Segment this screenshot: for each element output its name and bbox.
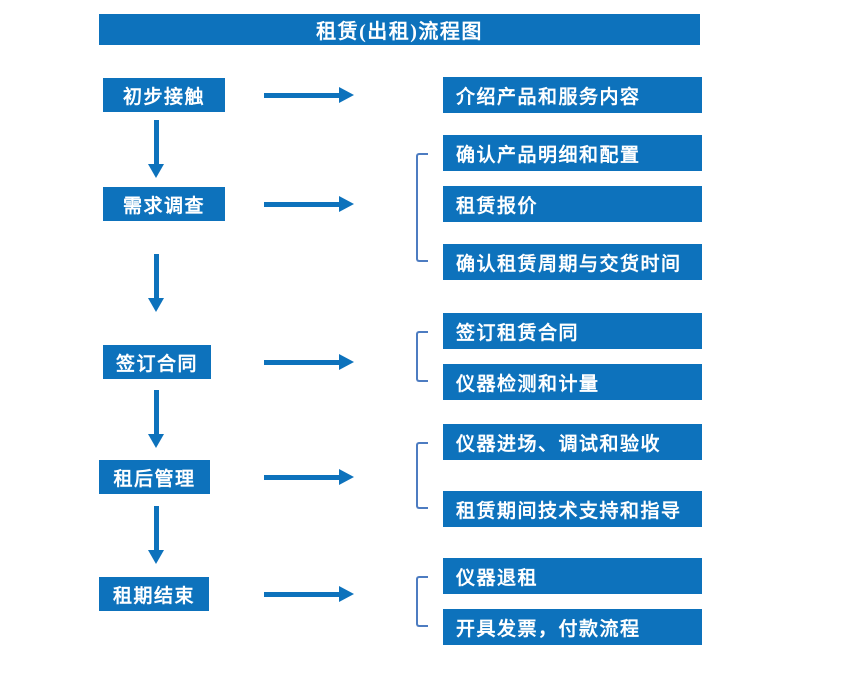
arrow-right-icon — [264, 354, 354, 370]
group-bracket-icon — [416, 576, 428, 627]
step-label: 租后管理 — [113, 468, 196, 490]
detail-label: 签订租赁合同 — [456, 322, 580, 344]
detail-label: 确认租赁周期与交货时间 — [456, 253, 682, 275]
step-post-rental-management: 租后管理 — [99, 460, 210, 494]
detail-confirm-rental-period-delivery: 确认租赁周期与交货时间 — [443, 244, 702, 280]
detail-confirm-product-details-config: 确认产品明细和配置 — [443, 135, 702, 171]
step-lease-end: 租期结束 — [99, 577, 209, 611]
step-label: 需求调查 — [122, 195, 205, 217]
arrow-down-icon — [148, 390, 164, 448]
detail-sign-rental-contract: 签订租赁合同 — [443, 313, 702, 349]
page-title-text: 租赁(出租)流程图 — [316, 21, 483, 43]
step-sign-contract: 签订合同 — [103, 345, 211, 379]
step-initial-contact: 初步接触 — [103, 78, 225, 112]
detail-label: 租赁报价 — [456, 195, 539, 217]
detail-instrument-setup-acceptance: 仪器进场、调试和验收 — [443, 424, 702, 460]
step-demand-survey: 需求调查 — [103, 187, 225, 221]
arrow-down-icon — [148, 254, 164, 312]
detail-label: 确认产品明细和配置 — [456, 144, 641, 166]
detail-label: 租赁期间技术支持和指导 — [456, 500, 682, 522]
arrow-right-icon — [264, 196, 354, 212]
page-title: 租赁(出租)流程图 — [99, 14, 700, 45]
detail-label: 仪器进场、调试和验收 — [456, 433, 662, 455]
group-bracket-icon — [416, 331, 428, 382]
step-label: 初步接触 — [122, 86, 205, 108]
detail-instrument-return: 仪器退租 — [443, 558, 702, 594]
arrow-right-icon — [264, 586, 354, 602]
step-label: 签订合同 — [115, 353, 198, 375]
step-label: 租期结束 — [112, 585, 195, 607]
detail-label: 介绍产品和服务内容 — [456, 86, 641, 108]
detail-label: 仪器退租 — [456, 567, 539, 589]
detail-rental-tech-support: 租赁期间技术支持和指导 — [443, 491, 702, 527]
group-bracket-icon — [416, 153, 428, 262]
arrow-down-icon — [148, 506, 164, 564]
detail-invoice-payment-process: 开具发票，付款流程 — [443, 609, 702, 645]
detail-introduce-products-services: 介绍产品和服务内容 — [443, 77, 702, 113]
arrow-right-icon — [264, 87, 354, 103]
detail-instrument-testing-measurement: 仪器检测和计量 — [443, 364, 702, 400]
detail-rental-quotation: 租赁报价 — [443, 186, 702, 222]
detail-label: 开具发票，付款流程 — [456, 618, 641, 640]
group-bracket-icon — [416, 442, 428, 509]
arrow-down-icon — [148, 120, 164, 178]
arrow-right-icon — [264, 469, 354, 485]
detail-label: 仪器检测和计量 — [456, 373, 600, 395]
